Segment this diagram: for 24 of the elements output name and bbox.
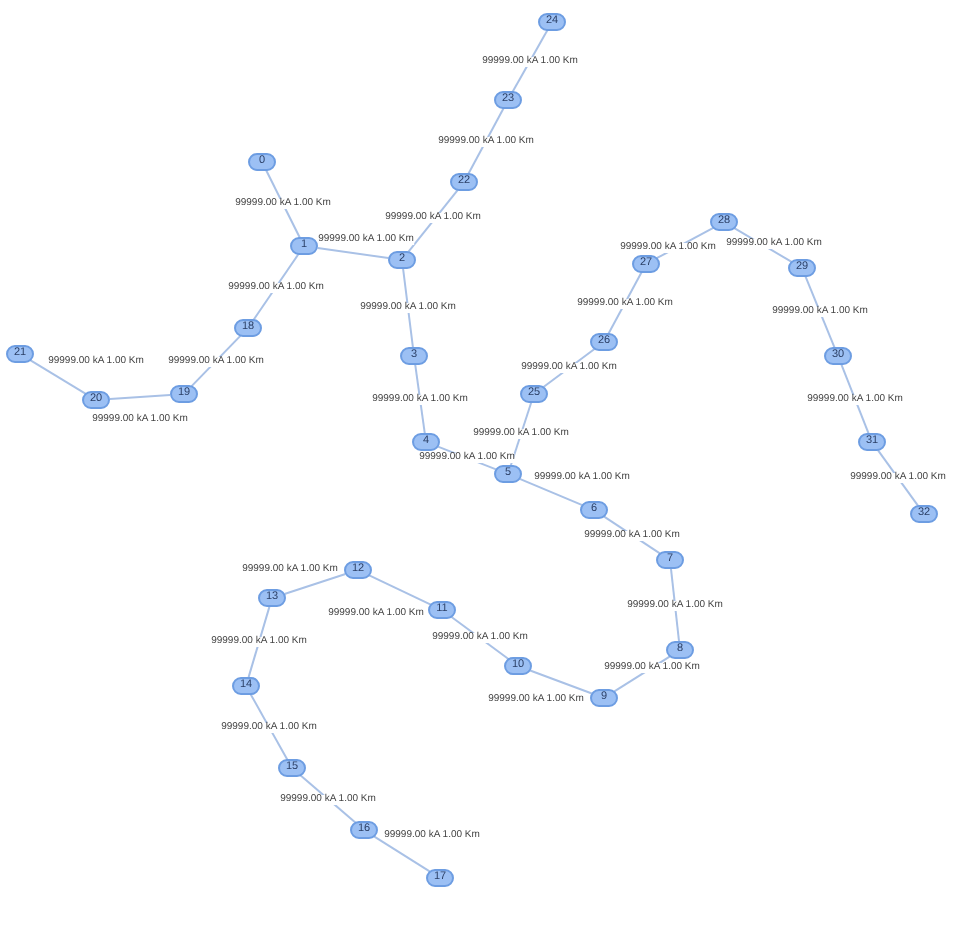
connection-line [373, 835, 431, 873]
connection-line [840, 363, 870, 435]
connection-line [414, 363, 426, 435]
connection-line [670, 568, 680, 642]
connection-line [368, 574, 432, 606]
connection-line [607, 271, 643, 335]
connection-line [402, 267, 414, 349]
connection-line [518, 477, 584, 507]
connection-line [407, 189, 459, 253]
connection-line [252, 253, 300, 321]
connection-line [529, 669, 593, 695]
connection-line [509, 401, 533, 467]
connection-line [108, 393, 172, 401]
connection-line [29, 359, 87, 395]
connection-line [467, 107, 505, 175]
connection-line [190, 334, 242, 388]
connection-line [876, 449, 920, 507]
connection-line [247, 605, 271, 679]
connection-line [316, 246, 390, 260]
connection-line [265, 169, 301, 239]
connection-line [804, 275, 836, 349]
connection-line [283, 573, 347, 595]
connection-line [249, 693, 289, 761]
connection-line [511, 29, 549, 93]
